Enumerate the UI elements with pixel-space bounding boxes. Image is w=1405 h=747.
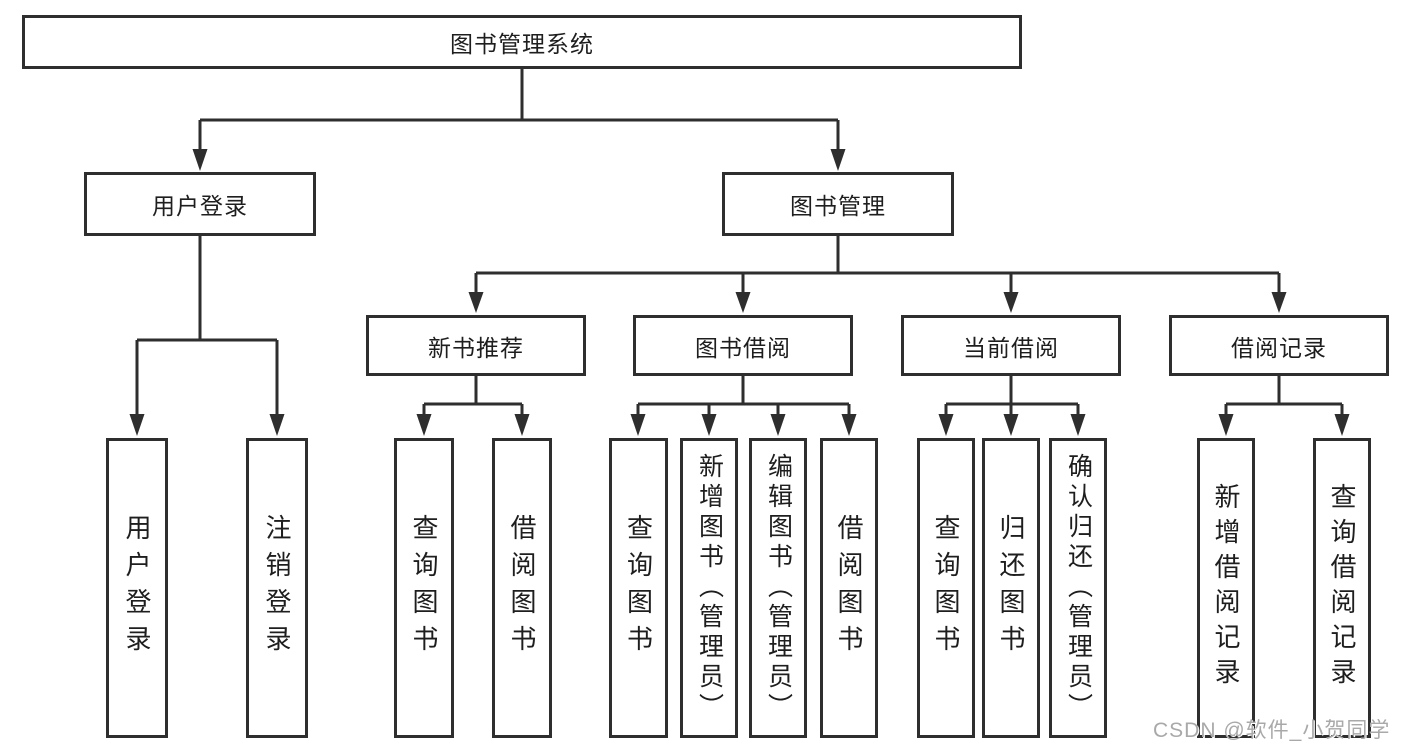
leaf-label: 查询图书 bbox=[409, 514, 439, 662]
node-label: 图书管理 bbox=[790, 193, 886, 219]
connector-new-book bbox=[422, 376, 524, 416]
leaf-label: 借阅图书 bbox=[834, 514, 864, 662]
node-borrow-records: 借阅记录 bbox=[1169, 315, 1389, 376]
leaf-label: 新增借阅记录 bbox=[1211, 483, 1241, 693]
leaf-borrow-books: 借阅图书 bbox=[820, 438, 878, 738]
leaf-user-login: 用户登录 bbox=[106, 438, 168, 738]
leaf-edit-books-admin: 编辑图书（管理员） bbox=[749, 438, 807, 738]
leaf-label: 借阅图书 bbox=[507, 514, 537, 662]
connector-root bbox=[198, 69, 840, 152]
leaf-query-borrow-record: 查询借阅记录 bbox=[1313, 438, 1371, 738]
leaf-label: 编辑图书（管理员） bbox=[764, 453, 793, 723]
csdn-watermark: CSDN @软件_小贺同学 bbox=[1153, 719, 1391, 742]
connector-book-borrow bbox=[636, 376, 851, 416]
connector-book-management bbox=[474, 236, 1281, 294]
node-label: 图书管理系统 bbox=[450, 31, 594, 57]
connector-current-borrow bbox=[944, 376, 1080, 416]
leaf-label: 查询图书 bbox=[623, 514, 654, 662]
leaf-add-borrow-record: 新增借阅记录 bbox=[1197, 438, 1255, 738]
leaf-confirm-return-admin: 确认归还（管理员） bbox=[1049, 438, 1107, 738]
leaf-label: 确认归还（管理员） bbox=[1064, 453, 1093, 723]
leaf-add-books-admin: 新增图书（管理员） bbox=[680, 438, 738, 738]
node-library-management-system: 图书管理系统 bbox=[22, 15, 1022, 69]
node-new-book-recommend: 新书推荐 bbox=[366, 315, 586, 376]
leaf-label: 查询图书 bbox=[931, 514, 961, 662]
leaf-recommend-query-books: 查询图书 bbox=[394, 438, 454, 738]
node-label: 用户登录 bbox=[152, 193, 248, 219]
leaf-label: 注销登录 bbox=[262, 514, 292, 662]
node-label: 借阅记录 bbox=[1231, 334, 1327, 361]
connector-borrow-records bbox=[1224, 376, 1344, 416]
connector-user-login bbox=[135, 236, 279, 416]
leaf-label: 归还图书 bbox=[996, 514, 1026, 662]
node-label: 当前借阅 bbox=[963, 334, 1059, 361]
leaf-label: 查询借阅记录 bbox=[1327, 483, 1357, 693]
leaf-label: 新增图书（管理员） bbox=[695, 453, 724, 723]
node-book-management: 图书管理 bbox=[722, 172, 954, 236]
node-current-borrow: 当前借阅 bbox=[901, 315, 1121, 376]
node-user-login: 用户登录 bbox=[84, 172, 316, 236]
node-book-borrow: 图书借阅 bbox=[633, 315, 853, 376]
leaf-logout: 注销登录 bbox=[246, 438, 308, 738]
leaf-label: 用户登录 bbox=[122, 514, 152, 662]
leaf-return-books: 归还图书 bbox=[982, 438, 1040, 738]
leaf-borrow-query-books: 查询图书 bbox=[609, 438, 668, 738]
node-label: 新书推荐 bbox=[428, 334, 524, 361]
node-label: 图书借阅 bbox=[695, 334, 791, 361]
leaf-recommend-borrow-books: 借阅图书 bbox=[492, 438, 552, 738]
leaf-current-query-books: 查询图书 bbox=[917, 438, 975, 738]
